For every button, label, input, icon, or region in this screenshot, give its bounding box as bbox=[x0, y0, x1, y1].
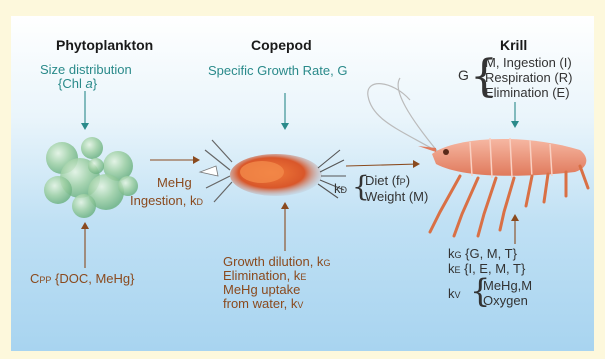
krill-kv-mehg: MeHg,M bbox=[483, 279, 532, 293]
krill-kv-oxygen: Oxygen bbox=[483, 294, 528, 308]
phytoplankton-heading: Phytoplankton bbox=[56, 38, 153, 53]
phyto-cpp-label: CPP {DOC, MeHg} bbox=[30, 272, 135, 286]
krill-heading: Krill bbox=[500, 38, 527, 53]
krill-kv-label: kV bbox=[448, 287, 461, 301]
copepod-heading: Copepod bbox=[251, 38, 312, 53]
copepod-growth-rate: Specific Growth Rate, G bbox=[208, 64, 347, 78]
transfer2-diet: Diet (fP) bbox=[365, 174, 410, 188]
krill-kg-label: kG {G, M, T} bbox=[448, 247, 517, 261]
phyto-chl-label: {Chl a} bbox=[58, 77, 97, 91]
copepod-from-water: from water, kV bbox=[223, 297, 303, 311]
phytoplankton-cluster bbox=[44, 137, 138, 218]
transfer2-weight: Weight (M) bbox=[365, 190, 428, 204]
krill-g-label: G bbox=[458, 68, 469, 83]
krill-g-item-ingestion: M, Ingestion (I) bbox=[485, 56, 572, 70]
krill-g-item-respiration: Respiration (R) bbox=[485, 71, 572, 85]
krill-g-item-elimination: Elimination (E) bbox=[485, 86, 570, 100]
transfer1-ingestion: Ingestion, kD bbox=[130, 194, 203, 208]
copepod-illustration bbox=[200, 140, 346, 202]
transfer2-kd: kD bbox=[334, 182, 347, 196]
transfer1-mehg: MeHg bbox=[157, 176, 192, 190]
